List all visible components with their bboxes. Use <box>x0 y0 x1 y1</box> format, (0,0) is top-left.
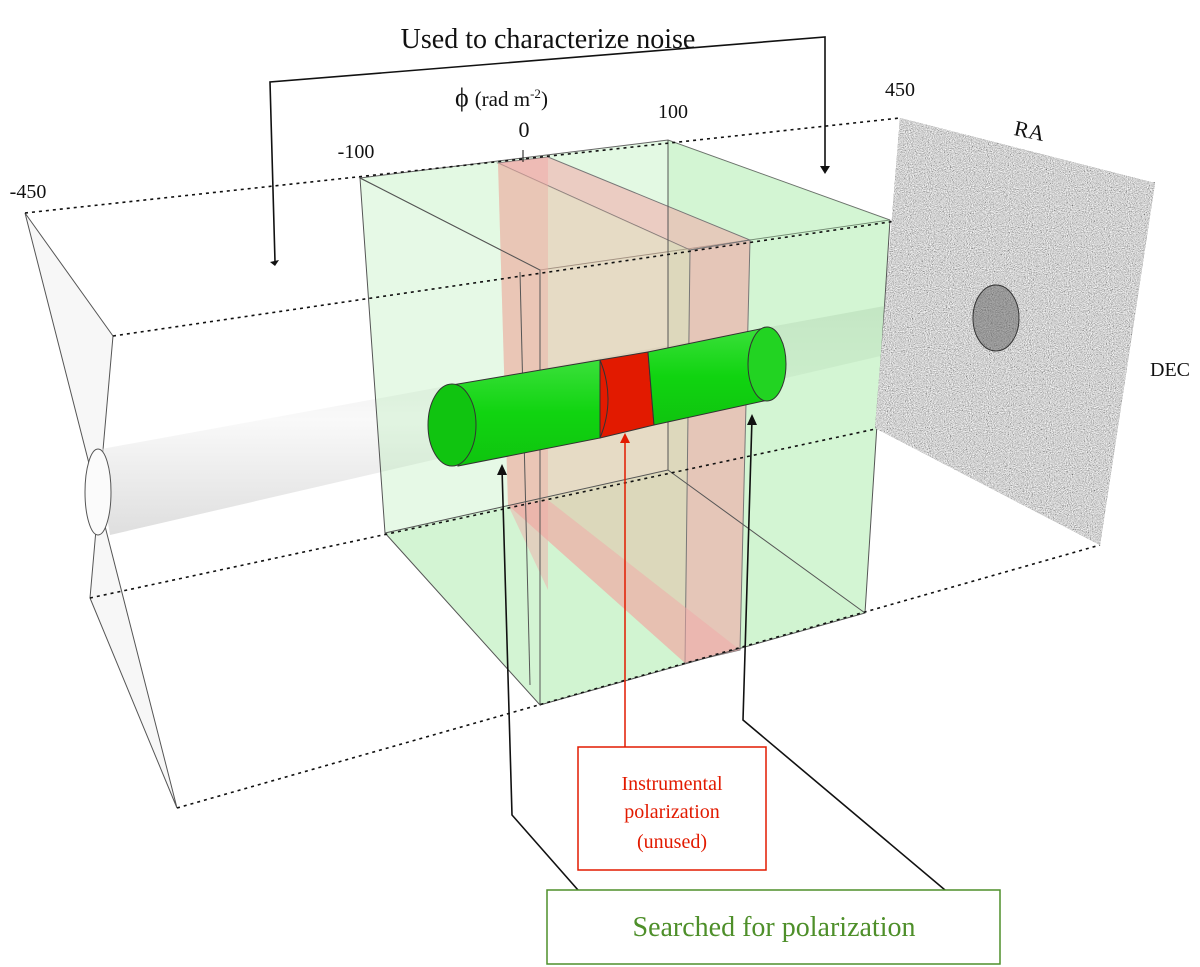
search-region-edge-bottom <box>667 469 866 614</box>
instrumental-slab-bottom <box>508 500 740 663</box>
tick-label-minus-450: -450 <box>10 181 47 203</box>
instrumental-callout-arrowhead <box>620 433 630 443</box>
phi-unit-close: ) <box>541 87 548 111</box>
outer-frame-mid-back <box>89 427 881 599</box>
noise-bracket-arrowhead-right <box>820 166 830 174</box>
searched-callout-line-left <box>501 467 579 891</box>
phi-unit-exponent: -2 <box>530 86 541 101</box>
instrumental-line-2: polarization <box>624 801 720 823</box>
cylinder-red-left-seam <box>599 359 609 439</box>
ra-label: RA <box>1012 115 1047 146</box>
phi-symbol: ϕ <box>455 83 469 112</box>
ghost-tube-end-ellipse <box>84 448 112 536</box>
searched-callout-arrowhead-right <box>747 414 757 425</box>
cylinder-right-cap <box>747 326 787 402</box>
instrumental-slab-edge <box>519 271 531 686</box>
tick-label-minus-100: -100 <box>338 141 375 163</box>
tick-label-100: 100 <box>658 101 688 123</box>
searched-callout-text: Searched for polarization <box>633 912 916 943</box>
instrumental-line-3: (unused) <box>637 831 707 853</box>
noise-bracket-title: Used to characterize noise <box>401 24 696 55</box>
searched-callout-box <box>546 889 1001 965</box>
instrumental-callout-box <box>577 746 767 871</box>
phi-unit-text: (rad m <box>475 87 530 111</box>
dec-label: DEC <box>1150 359 1190 381</box>
phi-axis-label: ϕ(rad m-2) <box>455 83 548 112</box>
searched-callout-arrowhead-left <box>497 464 507 475</box>
instrumental-line-1: Instrumental <box>621 773 723 795</box>
tick-label-zero: 0 <box>519 117 530 142</box>
noise-bracket-arrowhead-left <box>270 260 279 266</box>
tick-label-450: 450 <box>885 79 915 101</box>
outer-frame-bottom-front <box>176 544 1101 809</box>
instrumental-slab-front <box>684 239 751 664</box>
noise-bracket-line <box>269 36 826 263</box>
source-disk <box>972 284 1020 352</box>
cylinder-left-cap <box>427 383 477 467</box>
searched-callout-line-right <box>742 417 946 891</box>
